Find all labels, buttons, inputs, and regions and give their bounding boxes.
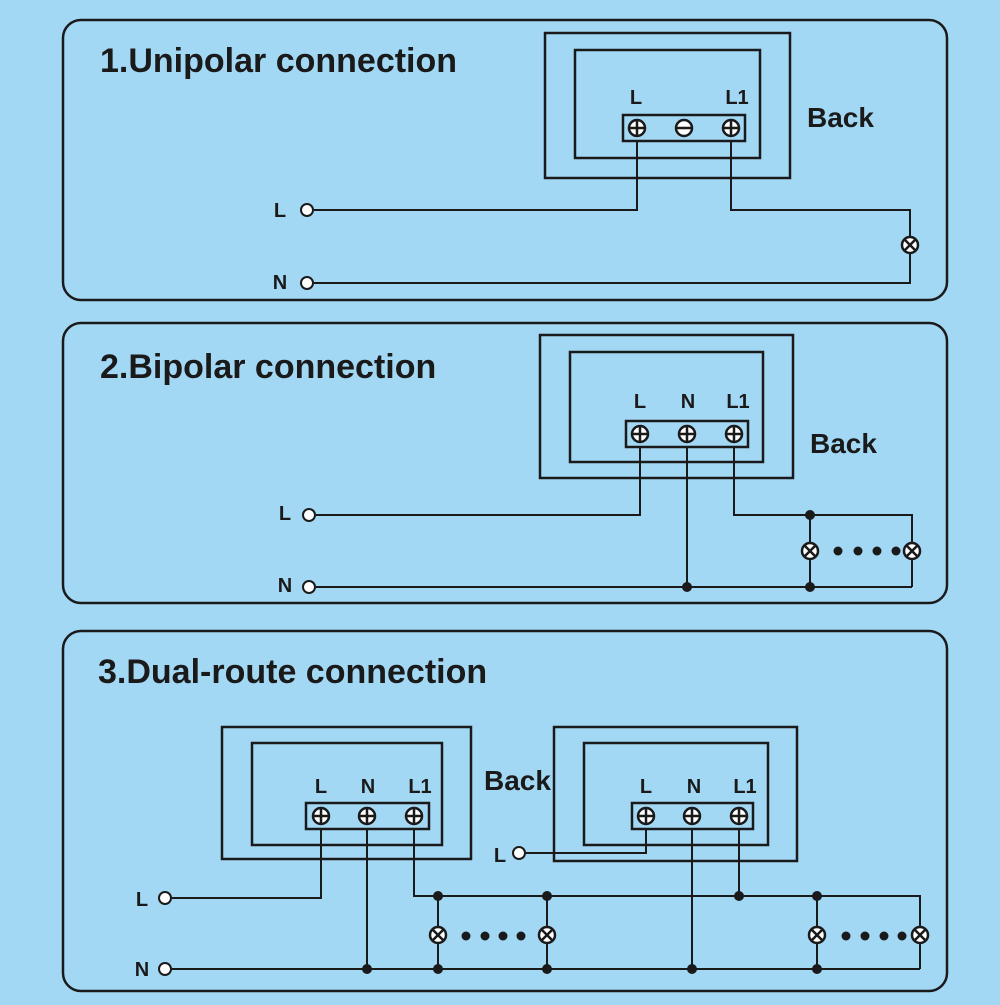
screw-terminal-icon <box>677 424 697 444</box>
ellipsis-dots <box>461 931 526 941</box>
device-inner-frame <box>573 48 762 160</box>
back-label: Back <box>484 765 551 796</box>
screw-terminal-icon <box>729 806 749 826</box>
section-panel <box>61 18 949 302</box>
lamp-icon <box>900 235 920 255</box>
open-terminal-icon <box>158 891 172 905</box>
terminal-label-l1: L1 <box>408 776 431 798</box>
screw-terminal-icon <box>627 118 647 138</box>
device-outer-frame <box>538 333 795 480</box>
back-label: Back <box>807 102 874 133</box>
terminal-label-l1: L1 <box>726 391 749 413</box>
wire-neutral <box>314 254 911 284</box>
section-title: 2.Bipolar connection <box>100 348 436 386</box>
terminal-label-l: L <box>630 87 642 109</box>
wire-load <box>730 141 911 236</box>
terminal-label-l1: L1 <box>733 776 756 798</box>
open-terminal-icon <box>158 962 172 976</box>
terminal-label-n: N <box>687 776 701 798</box>
junction-dot-icon <box>805 582 815 592</box>
screw-terminal-icon <box>636 806 656 826</box>
screw-terminal-icon <box>357 806 377 826</box>
input-label-l: L <box>279 503 291 525</box>
screw-terminal-icon <box>404 806 424 826</box>
wire-load-bus <box>413 829 921 926</box>
section-unipolar: 1.Unipolar connection L L1 Back L N <box>61 18 949 302</box>
junction-dot-icon <box>362 964 372 974</box>
wire-line <box>316 447 641 516</box>
terminal-label-l: L <box>634 391 646 413</box>
wire-line <box>172 829 322 899</box>
section-dual-route: 3.Dual-route connection L N L1 Back L N … <box>61 629 949 993</box>
ellipsis-dots <box>833 546 901 556</box>
screw-terminal-icon <box>311 806 331 826</box>
junction-dot-icon <box>812 891 822 901</box>
ellipsis-dots <box>841 931 907 941</box>
wire-load <box>733 447 913 542</box>
open-terminal-icon <box>300 276 314 290</box>
device-back-view-left: L N L1 <box>220 725 473 861</box>
lamp-icon <box>537 925 557 945</box>
lamp-icon <box>910 925 930 945</box>
input-label-l: L <box>274 200 286 222</box>
screw-terminal-icon <box>682 806 702 826</box>
device-outer-frame <box>552 725 799 863</box>
wire-line <box>314 141 638 211</box>
device-inner-frame <box>568 350 765 464</box>
lamp-icon <box>902 541 922 561</box>
open-terminal-icon <box>512 846 526 860</box>
junction-dot-icon <box>682 582 692 592</box>
open-terminal-icon <box>302 508 316 522</box>
device-outer-frame <box>220 725 473 861</box>
input-label-n: N <box>273 272 287 294</box>
junction-dot-icon <box>805 510 815 520</box>
terminal-block <box>621 113 747 143</box>
section-title: 3.Dual-route connection <box>98 653 487 691</box>
junction-dot-icon <box>734 891 744 901</box>
device-back-view: L N L1 <box>538 333 795 480</box>
device-inner-frame <box>250 741 444 847</box>
terminal-label-l: L <box>640 776 652 798</box>
lamp-icon <box>428 925 448 945</box>
open-terminal-icon <box>300 203 314 217</box>
screw-terminal-icon <box>721 118 741 138</box>
device-inner-frame <box>582 741 770 847</box>
input-label-l: L <box>136 889 148 911</box>
section-title: 1.Unipolar connection <box>100 42 457 80</box>
junction-dot-icon <box>542 964 552 974</box>
input-label-n: N <box>135 959 149 981</box>
terminal-label-l: L <box>315 776 327 798</box>
terminal-label-l1: L1 <box>725 87 748 109</box>
section-panel <box>61 629 949 993</box>
junction-dot-icon <box>433 891 443 901</box>
lamp-icon <box>800 541 820 561</box>
terminal-label-n: N <box>361 776 375 798</box>
junction-dot-icon <box>433 964 443 974</box>
junction-dot-icon <box>812 964 822 974</box>
input-label-n: N <box>278 575 292 597</box>
junction-dot-icon <box>687 964 697 974</box>
screw-terminal-icon <box>724 424 744 444</box>
input-label-l-right: L <box>494 845 506 867</box>
device-back-view-right: L N L1 <box>552 725 799 863</box>
screw-terminal-icon <box>630 424 650 444</box>
device-outer-frame <box>543 31 792 180</box>
section-bipolar: 2.Bipolar connection L N L1 Back <box>61 321 949 605</box>
wire-line-right <box>526 829 647 854</box>
open-terminal-icon <box>302 580 316 594</box>
lamp-icon <box>807 925 827 945</box>
junction-dot-icon <box>542 891 552 901</box>
terminal-label-n: N <box>681 391 695 413</box>
back-label: Back <box>810 428 877 459</box>
minus-terminal-icon <box>674 118 694 138</box>
section-panel <box>61 321 949 605</box>
device-back-view: L L1 <box>543 31 792 180</box>
